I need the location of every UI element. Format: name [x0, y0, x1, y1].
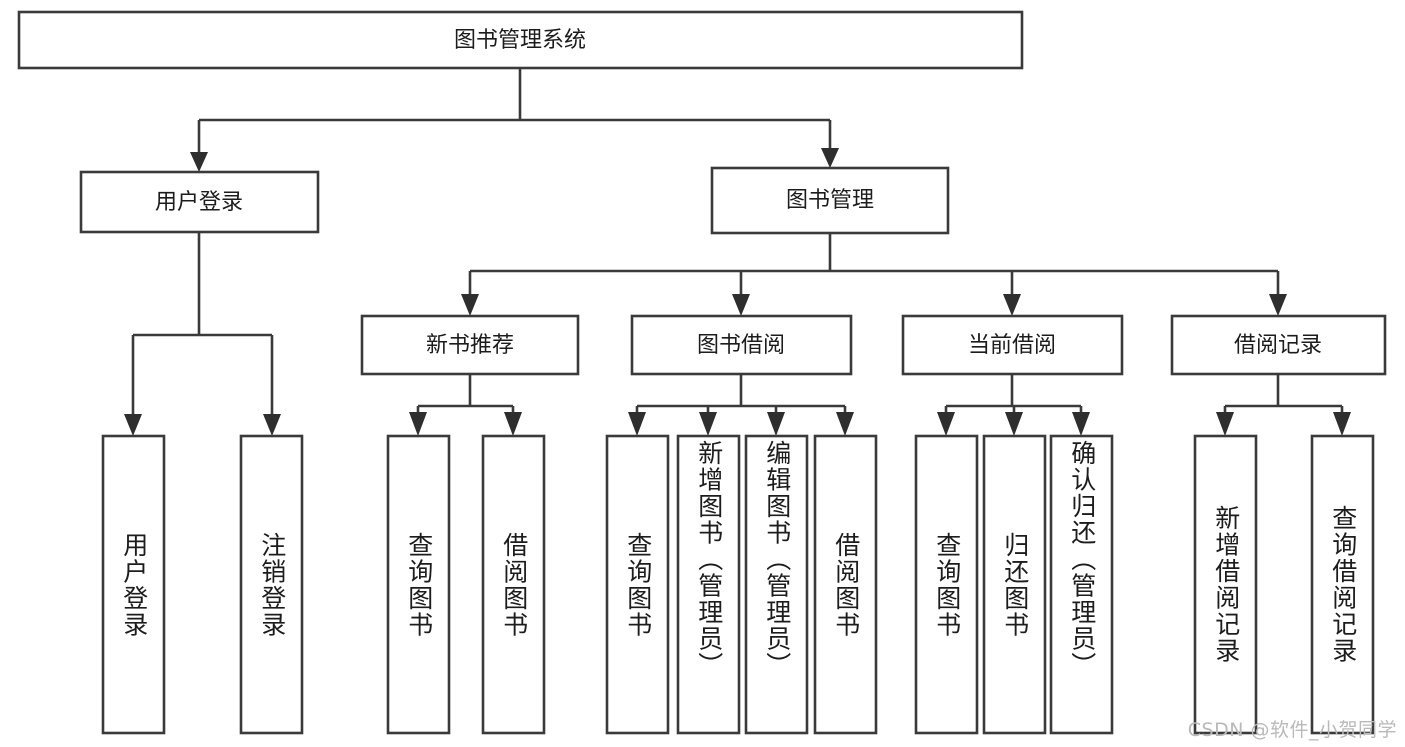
leaf-box-br-query-record[interactable]	[1310, 434, 1375, 735]
leaf-box-cb-query-book[interactable]	[914, 434, 979, 735]
arrow-br-leaf-2	[1333, 412, 1351, 436]
node-user-login-box[interactable]	[79, 170, 320, 234]
leaf-box-nbr-query-book[interactable]	[386, 434, 451, 735]
arrow-bb-leaf-3	[767, 412, 785, 436]
watermark-text: CSDN @软件_小贺同学	[1187, 719, 1397, 741]
leaf-box-user-login[interactable]	[101, 434, 166, 735]
arrow-to-borrow-record	[1269, 294, 1287, 316]
node-book-borrow-label: 图书借阅	[697, 333, 785, 358]
node-book-borrow-box[interactable]	[630, 314, 853, 376]
arrow-nbr-leaf-2	[504, 412, 522, 436]
arrow-cb-leaf-3	[1072, 412, 1090, 436]
leaf-box-bb-add-book-admin[interactable]	[676, 434, 741, 735]
connector-layer	[124, 68, 1351, 436]
arrow-to-current-borrow	[1003, 294, 1021, 316]
node-book-manage-box[interactable]	[710, 166, 950, 235]
node-root-label: 图书管理系统	[454, 28, 586, 53]
node-current-borrow-box[interactable]	[901, 314, 1124, 376]
arrow-to-user-login	[190, 152, 208, 172]
leaf-box-logout[interactable]	[239, 434, 304, 735]
arrow-br-leaf-1	[1216, 412, 1234, 436]
arrow-bb-leaf-2	[699, 412, 717, 436]
arrow-cb-leaf-1	[937, 412, 955, 436]
node-user-login-label: 用户登录	[155, 190, 243, 215]
arrow-to-new-book	[461, 294, 479, 316]
node-current-borrow-label: 当前借阅	[968, 333, 1056, 358]
arrow-to-book-manage	[821, 148, 839, 168]
node-root-box[interactable]	[17, 10, 1024, 70]
arrow-cb-leaf-2	[1005, 412, 1023, 436]
leaf-box-bb-query-book[interactable]	[605, 434, 670, 735]
arrow-to-book-borrow	[732, 294, 750, 316]
leaf-box-nbr-borrow-book[interactable]	[481, 434, 546, 735]
arrow-to-leaf-user-login	[124, 414, 142, 436]
node-layer: 图书管理系统 用户登录 图书管理 新书推荐 图书借阅 当前借阅 借阅记录	[17, 10, 1387, 735]
leaf-box-br-add-record[interactable]	[1193, 434, 1258, 735]
leaf-box-cb-confirm-return-admin[interactable]	[1049, 434, 1114, 735]
node-borrow-record-box[interactable]	[1170, 314, 1387, 376]
arrow-bb-leaf-1	[628, 412, 646, 436]
node-new-book-recommend-label: 新书推荐	[426, 333, 514, 358]
arrow-nbr-leaf-1	[409, 412, 427, 436]
arrow-to-leaf-logout	[263, 414, 281, 436]
leaf-box-bb-borrow-book[interactable]	[813, 434, 878, 735]
node-new-book-recommend-box[interactable]	[360, 314, 580, 376]
leaf-box-bb-edit-book-admin[interactable]	[744, 434, 809, 735]
node-book-manage-label: 图书管理	[786, 188, 874, 213]
node-borrow-record-label: 借阅记录	[1234, 333, 1322, 358]
arrow-bb-leaf-4	[836, 412, 854, 436]
leaf-box-cb-return-book[interactable]	[982, 434, 1047, 735]
